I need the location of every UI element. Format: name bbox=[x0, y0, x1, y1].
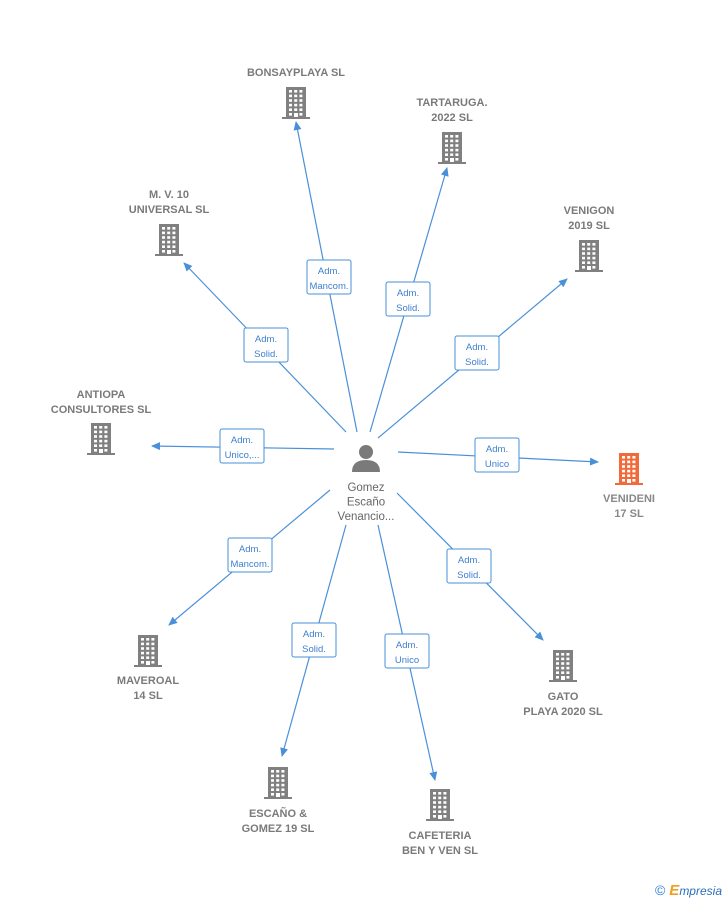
company-name: GOMEZ 19 SL bbox=[242, 823, 315, 835]
building-icon bbox=[426, 789, 454, 821]
company-name: VENIGON bbox=[564, 205, 615, 217]
company-name: ANTIOPA bbox=[77, 389, 126, 401]
relation-text: Solid. bbox=[465, 357, 489, 368]
company-name: 17 SL bbox=[614, 508, 644, 520]
relation-text: Adm. bbox=[303, 629, 325, 640]
relation-text: Solid. bbox=[302, 644, 326, 655]
brand-logo-initial: E bbox=[669, 882, 680, 899]
company-node-mv10[interactable]: M. V. 10 UNIVERSAL SL bbox=[129, 189, 210, 256]
nodes-layer: BONSAYPLAYA SL TARTARUGA. 2022 SL VENIGON 20… bbox=[51, 67, 655, 857]
company-name: UNIVERSAL SL bbox=[129, 204, 210, 216]
center-person[interactable]: GomezEscañoVenancio... bbox=[338, 445, 395, 523]
relation-text: Adm. bbox=[255, 334, 277, 345]
company-node-gato[interactable]: GATO PLAYA 2020 SL bbox=[523, 650, 603, 718]
company-name: BEN Y VEN SL bbox=[402, 845, 478, 857]
relation-badge-antiopa[interactable]: Adm. Unico,... bbox=[219, 428, 265, 464]
company-name: 14 SL bbox=[133, 690, 163, 702]
relation-text: Solid. bbox=[254, 349, 278, 360]
company-node-maveroal[interactable]: MAVEROAL 14 SL bbox=[117, 635, 179, 702]
company-node-venigon[interactable]: VENIGON 2019 SL bbox=[564, 205, 615, 272]
company-name: CONSULTORES SL bbox=[51, 404, 152, 416]
company-name: M. V. 10 bbox=[149, 189, 189, 201]
company-name: BONSAYPLAYA SL bbox=[247, 67, 345, 79]
building-icon bbox=[615, 453, 643, 485]
company-name: PLAYA 2020 SL bbox=[523, 706, 603, 718]
copyright-icon: © bbox=[654, 882, 666, 898]
relation-badge-mv10[interactable]: Adm. Solid. bbox=[243, 327, 289, 363]
company-node-venideni[interactable]: VENIDENI 17 SL bbox=[603, 453, 655, 520]
relation-badge-tartaruga[interactable]: Adm. Solid. bbox=[385, 281, 431, 317]
relation-text: Adm. bbox=[486, 444, 508, 455]
relation-text: Unico,... bbox=[225, 450, 260, 461]
relation-badge-escano[interactable]: Adm. Solid. bbox=[291, 622, 337, 658]
building-icon bbox=[134, 635, 162, 667]
relation-badge-venigon[interactable]: Adm. Solid. bbox=[454, 335, 500, 371]
company-name: 2019 SL bbox=[568, 220, 610, 232]
relation-text: Adm. bbox=[397, 288, 419, 299]
person-name: Venancio... bbox=[338, 511, 395, 523]
relation-text: Unico bbox=[395, 655, 419, 666]
relation-text: Adm. bbox=[466, 342, 488, 353]
building-icon bbox=[155, 224, 183, 256]
relation-text: Adm. bbox=[318, 266, 340, 277]
building-icon bbox=[264, 767, 292, 799]
relation-text: Adm. bbox=[458, 555, 480, 566]
company-node-escano[interactable]: ESCAÑO & GOMEZ 19 SL bbox=[242, 767, 315, 835]
building-icon bbox=[575, 240, 603, 272]
relation-text: Adm. bbox=[231, 435, 253, 446]
person-name: Escaño bbox=[347, 497, 385, 509]
relation-badge-venideni[interactable]: Adm. Unico bbox=[474, 437, 520, 473]
relation-text: Adm. bbox=[396, 640, 418, 651]
building-icon bbox=[549, 650, 577, 682]
brand-logo-text: mpresia bbox=[679, 884, 722, 898]
company-name: 2022 SL bbox=[431, 112, 473, 124]
relation-text: Solid. bbox=[396, 303, 420, 314]
company-node-tartaruga[interactable]: TARTARUGA. 2022 SL bbox=[416, 97, 488, 164]
company-name: ESCAÑO & bbox=[249, 807, 307, 820]
relation-text: Adm. bbox=[239, 544, 261, 555]
relation-badge-bonsayplaya[interactable]: Adm. Mancom. bbox=[306, 259, 352, 295]
relation-text: Solid. bbox=[457, 570, 481, 581]
company-name: VENIDENI bbox=[603, 493, 655, 505]
relation-badge-maveroal[interactable]: Adm. Mancom. bbox=[227, 537, 273, 573]
building-icon bbox=[438, 132, 466, 164]
footer-brand[interactable]: ©Empresia bbox=[655, 882, 722, 899]
company-name: MAVEROAL bbox=[117, 675, 179, 687]
relation-text: Mancom. bbox=[230, 559, 269, 570]
company-node-cafeteria[interactable]: CAFETERIA BEN Y VEN SL bbox=[402, 789, 478, 857]
company-node-bonsayplaya[interactable]: BONSAYPLAYA SL bbox=[247, 67, 345, 119]
building-icon bbox=[87, 423, 115, 455]
company-name: TARTARUGA. bbox=[416, 97, 487, 109]
person-name: Gomez bbox=[347, 482, 384, 494]
relation-text: Unico bbox=[485, 459, 509, 470]
person-icon bbox=[352, 445, 380, 472]
company-node-antiopa[interactable]: ANTIOPA CONSULTORES SL bbox=[51, 389, 152, 455]
building-icon bbox=[282, 87, 310, 119]
relation-text: Mancom. bbox=[309, 281, 348, 292]
company-name: CAFETERIA bbox=[409, 830, 472, 842]
relation-badge-cafeteria[interactable]: Adm. Unico bbox=[384, 633, 430, 669]
edges-layer: Adm. Mancom. Adm. Solid. Adm. Solid. Adm. Solid… bbox=[151, 121, 599, 781]
relation-badge-gato[interactable]: Adm. Solid. bbox=[446, 548, 492, 584]
company-name: GATO bbox=[548, 691, 579, 703]
